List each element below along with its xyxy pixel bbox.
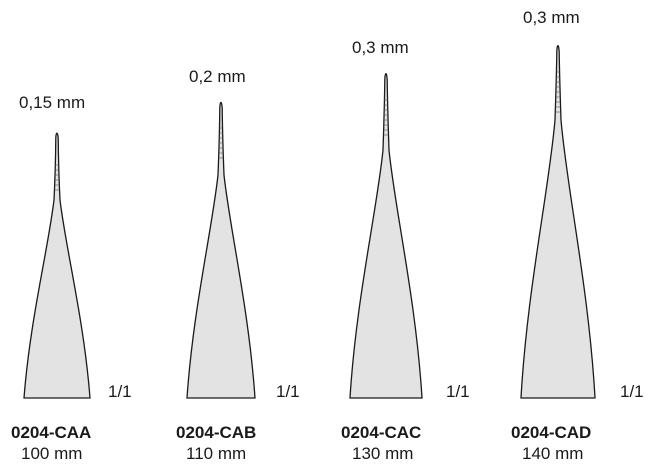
tip-shape	[23, 132, 91, 399]
tip-shape	[520, 44, 596, 399]
serration-marks	[218, 127, 224, 159]
tip-shape	[186, 101, 256, 399]
length-label: 140 mm	[522, 444, 583, 463]
product-code-label: 0204-CAA	[11, 423, 91, 442]
tip-width-label: 0,2 mm	[189, 67, 246, 86]
product-code-label: 0204-CAB	[176, 423, 256, 442]
length-label: 110 mm	[186, 444, 246, 463]
product-code-label: 0204-CAC	[341, 423, 421, 442]
scale-label: 1/1	[276, 382, 300, 401]
length-label: 100 mm	[21, 444, 82, 463]
serration-marks	[383, 99, 389, 136]
serration-marks	[54, 164, 60, 191]
scale-label: 1/1	[620, 382, 644, 401]
scale-label: 1/1	[446, 382, 470, 401]
scale-label: 1/1	[108, 382, 132, 401]
tip-width-label: 0,15 mm	[19, 93, 85, 112]
instrument-0204-caa: 0,15 mm 1/1 0204-CAA 100 mm	[11, 93, 132, 463]
instrument-0204-cab: 0,2 mm 1/1 0204-CAB 110 mm	[176, 67, 300, 463]
length-label: 130 mm	[352, 444, 413, 463]
instrument-0204-cac: 0,3 mm 1/1 0204-CAC 130 mm	[341, 38, 470, 463]
instrument-0204-cad: 0,3 mm 1/1 0204-CAD 140 mm	[511, 8, 644, 463]
tip-width-label: 0,3 mm	[352, 38, 409, 57]
tip-shape	[349, 72, 423, 399]
serration-marks	[555, 71, 561, 113]
product-code-label: 0204-CAD	[511, 423, 591, 442]
tip-width-label: 0,3 mm	[523, 8, 580, 27]
